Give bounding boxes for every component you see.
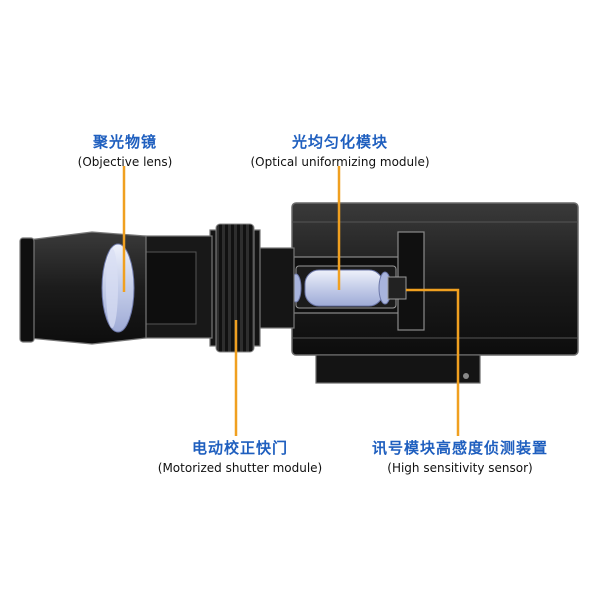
rear-coupling xyxy=(257,247,295,329)
label-optical-uniformizing-module: 光均匀化模块 (Optical uniformizing module) xyxy=(230,131,450,169)
camera-body xyxy=(291,202,579,384)
label-optical-module-en: (Optical uniformizing module) xyxy=(250,155,430,169)
label-high-sensitivity-sensor: 讯号模块高感度侦测装置 (High sensitivity sensor) xyxy=(350,437,570,475)
leader-line-sensor xyxy=(406,288,460,436)
label-shutter-en: (Motorized shutter module) xyxy=(157,461,323,475)
label-sensor-en: (High sensitivity sensor) xyxy=(387,461,533,475)
label-objective-lens: 聚光物镜 (Objective lens) xyxy=(60,131,190,169)
label-motorized-shutter: 电动校正快门 (Motorized shutter module) xyxy=(140,437,340,475)
label-objective-lens-zh: 聚光物镜 xyxy=(92,133,157,151)
objective-barrel xyxy=(19,231,213,345)
label-optical-module-zh: 光均匀化模块 xyxy=(291,133,388,151)
label-objective-lens-en: (Objective lens) xyxy=(77,155,173,169)
label-shutter-zh: 电动校正快门 xyxy=(191,439,288,457)
label-sensor-zh: 讯号模块高感度侦测装置 xyxy=(371,439,548,457)
optical-uniformizing-module xyxy=(290,265,407,309)
leader-lines xyxy=(122,166,460,436)
